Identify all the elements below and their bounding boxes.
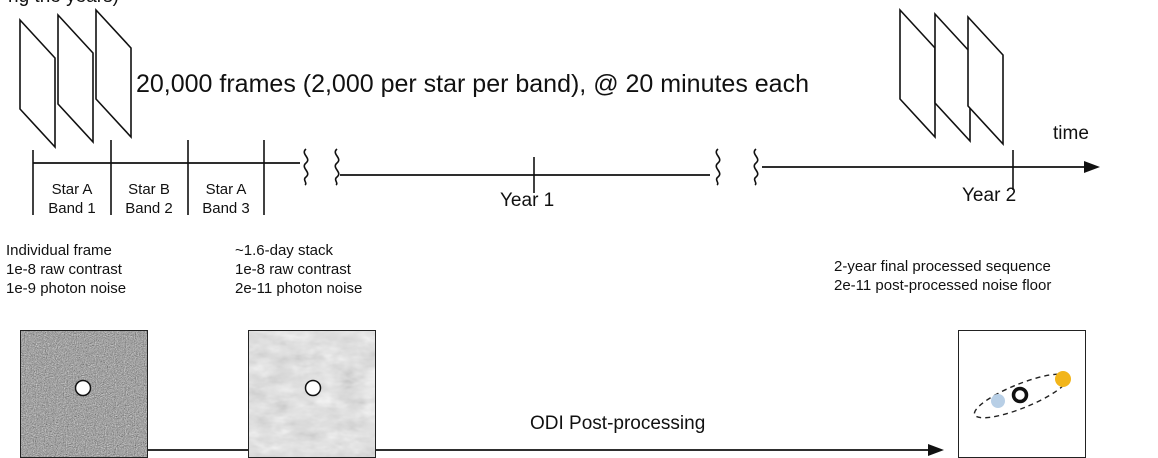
star-mask-circle xyxy=(74,379,92,397)
frame-sheet xyxy=(95,7,132,140)
sequence-band: Band 1 xyxy=(48,200,96,217)
break-squiggle xyxy=(753,148,759,186)
planet-orange xyxy=(1055,371,1071,387)
stack-contrast: 1e-8 raw contrast xyxy=(235,261,351,278)
post-processing-label: ODI Post-processing xyxy=(530,413,706,434)
year-2-label: Year 2 xyxy=(962,185,1017,206)
time-arrowhead xyxy=(1084,161,1100,173)
planet-blue xyxy=(991,394,1005,408)
individual-frame-noise: 1e-9 photon noise xyxy=(6,280,127,297)
timeline-ticks xyxy=(32,140,1014,215)
frame-sheet xyxy=(19,17,56,150)
individual-frame-contrast: 1e-8 raw contrast xyxy=(6,261,122,278)
header-fragment: ng the years) xyxy=(8,0,119,8)
stack-title: ~1.6-day stack xyxy=(235,242,333,259)
final-text: 2-year final processed sequence 2e-11 po… xyxy=(834,257,1051,295)
sequence-band: Band 3 xyxy=(202,200,250,217)
frame-stack-right xyxy=(899,7,1004,147)
frame-stack-left xyxy=(19,7,132,150)
final-title: 2-year final processed sequence xyxy=(834,258,1051,275)
break-squiggle xyxy=(303,148,309,186)
sequence-star: Star A xyxy=(51,181,93,198)
frame-sheet xyxy=(57,12,94,145)
frame-sheet xyxy=(934,11,971,144)
star-mask-circle xyxy=(304,379,322,397)
stack-text: ~1.6-day stack 1e-8 raw contrast 2e-11 p… xyxy=(235,241,362,298)
timeline-axis xyxy=(33,161,1100,176)
stack-noise: 2e-11 photon noise xyxy=(235,280,363,297)
sequence-cell-3: Star A Band 3 xyxy=(188,180,264,218)
sequence-cell-1: Star A Band 1 xyxy=(34,180,110,218)
final-noise: 2e-11 post-processed noise floor xyxy=(834,277,1052,294)
break-squiggle xyxy=(334,148,340,186)
individual-frame-title: Individual frame xyxy=(6,242,112,259)
stack-image xyxy=(248,330,376,458)
individual-frame-text: Individual frame 1e-8 raw contrast 1e-9 … xyxy=(6,241,126,298)
sequence-star: Star A xyxy=(205,181,247,198)
noise-image xyxy=(21,331,147,457)
frame-sheet xyxy=(967,14,1004,147)
frame-sheet xyxy=(899,7,936,140)
sequence-star: Star B xyxy=(128,181,170,198)
orbit-image xyxy=(959,331,1085,457)
sequence-cell-2: Star B Band 2 xyxy=(111,180,187,218)
final-image xyxy=(958,330,1086,458)
break-squiggle xyxy=(715,148,721,186)
star-mask-circle xyxy=(1011,386,1029,404)
stack-noise-image xyxy=(249,331,375,457)
individual-frame-image xyxy=(20,330,148,458)
axis-break-marks xyxy=(303,148,759,186)
frames-caption: 20,000 frames (2,000 per star per band),… xyxy=(136,70,809,98)
time-axis-label: time xyxy=(1053,123,1089,144)
sequence-band: Band 2 xyxy=(125,200,173,217)
year-1-label: Year 1 xyxy=(500,190,555,211)
